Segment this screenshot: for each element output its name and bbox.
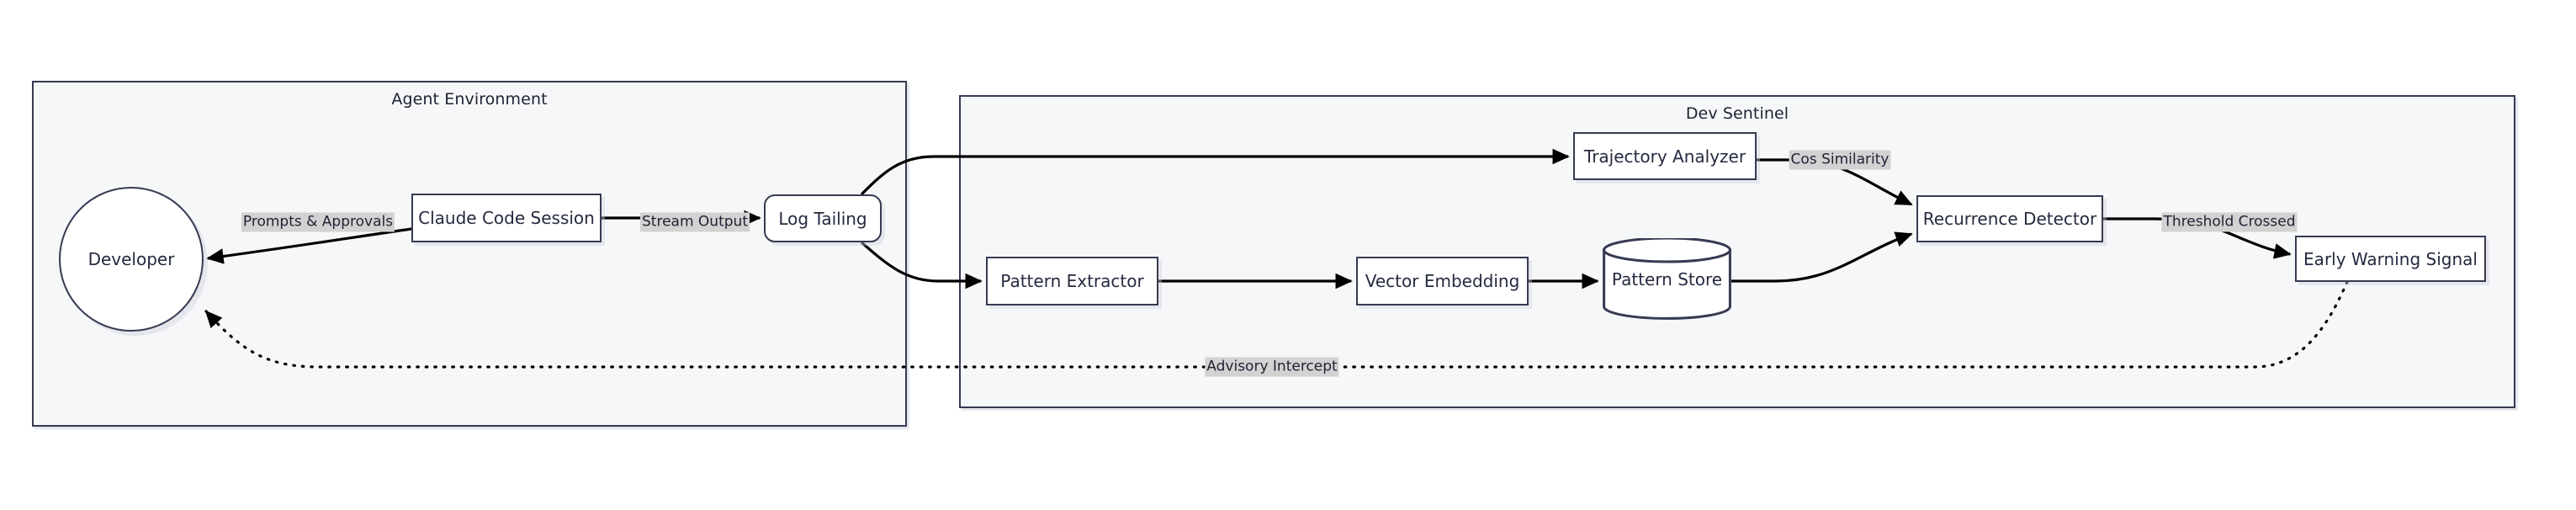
node-claude-code-session[interactable]: Claude Code Session — [411, 194, 602, 242]
node-developer[interactable]: Developer — [59, 187, 204, 332]
edge-label-threshold-crossed: Threshold Crossed — [2161, 212, 2298, 232]
node-pattern-store[interactable]: Pattern Store — [1603, 238, 1731, 320]
node-pattern-extractor[interactable]: Pattern Extractor — [986, 257, 1158, 305]
node-vector-embedding-label: Vector Embedding — [1365, 271, 1520, 291]
subgraph-dev-sentinel-title: Dev Sentinel — [1685, 104, 1789, 123]
node-pattern-extractor-label: Pattern Extractor — [1000, 271, 1144, 291]
edge-label-prompts-approvals: Prompts & Approvals — [241, 212, 395, 232]
database-cylinder-icon — [1603, 238, 1731, 320]
node-developer-label: Developer — [87, 249, 175, 269]
subgraph-agent-environment-title: Agent Environment — [391, 90, 548, 109]
edge-label-stream-output: Stream Output — [640, 212, 750, 232]
node-log-tailing-label: Log Tailing — [778, 208, 867, 229]
node-vector-embedding[interactable]: Vector Embedding — [1356, 257, 1529, 305]
node-trajectory-analyzer[interactable]: Trajectory Analyzer — [1573, 132, 1757, 180]
node-pattern-store-label: Pattern Store — [1611, 268, 1723, 290]
edge-label-cos-similarity: Cos Similarity — [1789, 150, 1891, 170]
edge-label-advisory-intercept: Advisory Intercept — [1205, 357, 1339, 377]
node-claude-code-session-label: Claude Code Session — [418, 208, 595, 228]
node-early-warning-signal[interactable]: Early Warning Signal — [2295, 236, 2486, 282]
node-log-tailing[interactable]: Log Tailing — [764, 194, 882, 242]
node-recurrence-detector-label: Recurrence Detector — [1922, 209, 2097, 229]
node-early-warning-signal-label: Early Warning Signal — [2303, 248, 2478, 269]
node-recurrence-detector[interactable]: Recurrence Detector — [1916, 195, 2103, 242]
node-trajectory-analyzer-label: Trajectory Analyzer — [1583, 146, 1746, 167]
